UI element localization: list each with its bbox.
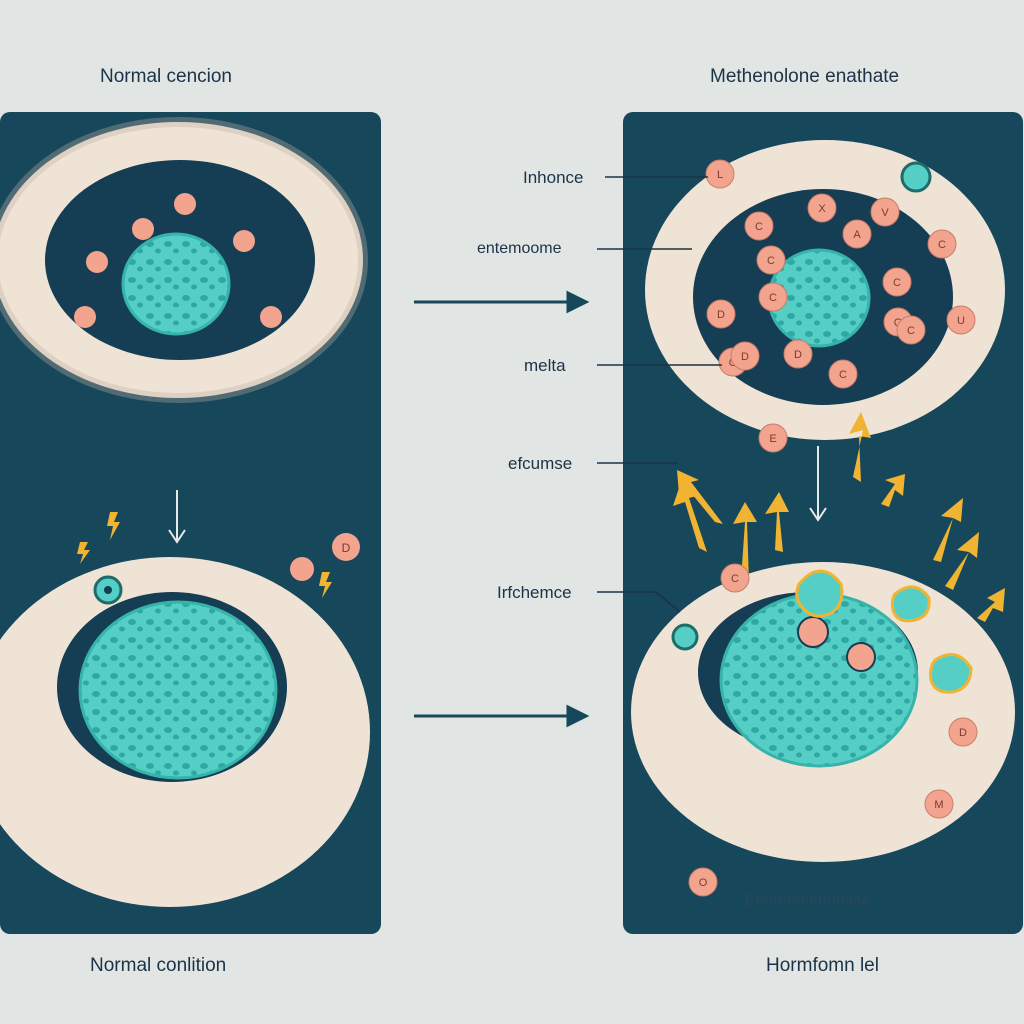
marker-circle bbox=[946, 305, 976, 335]
marker-circle bbox=[896, 315, 926, 345]
callout-label: entemoome bbox=[477, 240, 562, 257]
callout-label: Ehememenonase bbox=[745, 892, 871, 909]
marker-label: C bbox=[938, 239, 946, 251]
marker-circle bbox=[924, 789, 954, 819]
marker-label: C bbox=[767, 255, 775, 267]
marker-circle bbox=[783, 339, 813, 369]
marker-circle bbox=[807, 193, 837, 223]
marker-circle bbox=[758, 423, 788, 453]
marker-label: O bbox=[699, 877, 708, 889]
marker-label: D bbox=[959, 727, 967, 739]
marker-label: D bbox=[342, 541, 351, 555]
marker-circle bbox=[720, 563, 750, 593]
normal-cell-bottom bbox=[0, 557, 370, 907]
marker-label: L bbox=[717, 169, 723, 181]
marker-label: C bbox=[755, 221, 763, 233]
treated-cell-top bbox=[645, 140, 1005, 440]
callout-label: melta bbox=[524, 356, 566, 375]
marker-label: C bbox=[769, 292, 777, 304]
marker-label: C bbox=[893, 277, 901, 289]
marker-circle bbox=[948, 717, 978, 747]
marker-circle bbox=[730, 341, 760, 371]
marker-circle bbox=[927, 229, 957, 259]
bottom-markers: C D M O bbox=[688, 563, 978, 897]
left-bottom-title: Normal conlition bbox=[90, 955, 227, 976]
down-arrow bbox=[168, 490, 186, 544]
marker-label: D bbox=[717, 309, 725, 321]
top-markers: LXCAVCCCOOUDCCCDD bbox=[705, 159, 976, 389]
marker-circle bbox=[870, 197, 900, 227]
marker-label: U bbox=[957, 315, 965, 327]
right-bottom-title: Hormfomn lel bbox=[766, 955, 879, 976]
marker-label: V bbox=[881, 207, 889, 219]
marker-label: O bbox=[894, 317, 903, 329]
marker-label: D bbox=[741, 351, 749, 363]
receptor-particles bbox=[795, 569, 973, 694]
arrow-right-icon bbox=[414, 290, 590, 314]
right-panel: LXCAVCCCOOUDCCCDD bbox=[623, 112, 1023, 934]
right-top-title: Methenolone enathate bbox=[710, 66, 900, 87]
left-bottom-markers: D bbox=[290, 533, 360, 581]
marker-circle bbox=[706, 299, 736, 329]
marker-circle bbox=[688, 867, 718, 897]
marker-circle bbox=[758, 282, 788, 312]
marker-label: D bbox=[794, 349, 802, 361]
callout-label: efcumse bbox=[508, 454, 573, 473]
marker-label: E bbox=[769, 433, 776, 445]
marker-circle bbox=[882, 267, 912, 297]
down-arrow bbox=[809, 446, 827, 522]
marker-circle bbox=[842, 219, 872, 249]
marker-circle bbox=[756, 245, 786, 275]
teal-particle bbox=[900, 161, 932, 193]
marker-label: M bbox=[934, 799, 943, 811]
marker-circle bbox=[744, 211, 774, 241]
yellow-arrows bbox=[673, 412, 1005, 622]
left-top-title: Normal cencion bbox=[100, 66, 232, 87]
marker-label: C bbox=[731, 573, 739, 585]
right-cell-illustration: LXCAVCCCOOUDCCCDD bbox=[631, 140, 1015, 897]
marker-label: X bbox=[818, 203, 826, 215]
marker-label: A bbox=[853, 229, 861, 241]
marker-label: C bbox=[907, 325, 915, 337]
callout-label: Inhonce bbox=[523, 168, 584, 187]
spark-icon bbox=[77, 512, 332, 598]
mid-markers: E bbox=[758, 423, 788, 453]
arrow-right-icon bbox=[414, 704, 590, 728]
marker-label: C bbox=[839, 369, 847, 381]
marker-circle bbox=[705, 159, 735, 189]
callout-label: Irfchemce bbox=[497, 583, 572, 602]
normal-cell-top bbox=[0, 117, 368, 403]
left-panel: D bbox=[0, 112, 381, 934]
treated-cell-bottom bbox=[631, 562, 1015, 862]
marker-circle bbox=[828, 359, 858, 389]
left-cell-illustration: D bbox=[0, 117, 370, 907]
